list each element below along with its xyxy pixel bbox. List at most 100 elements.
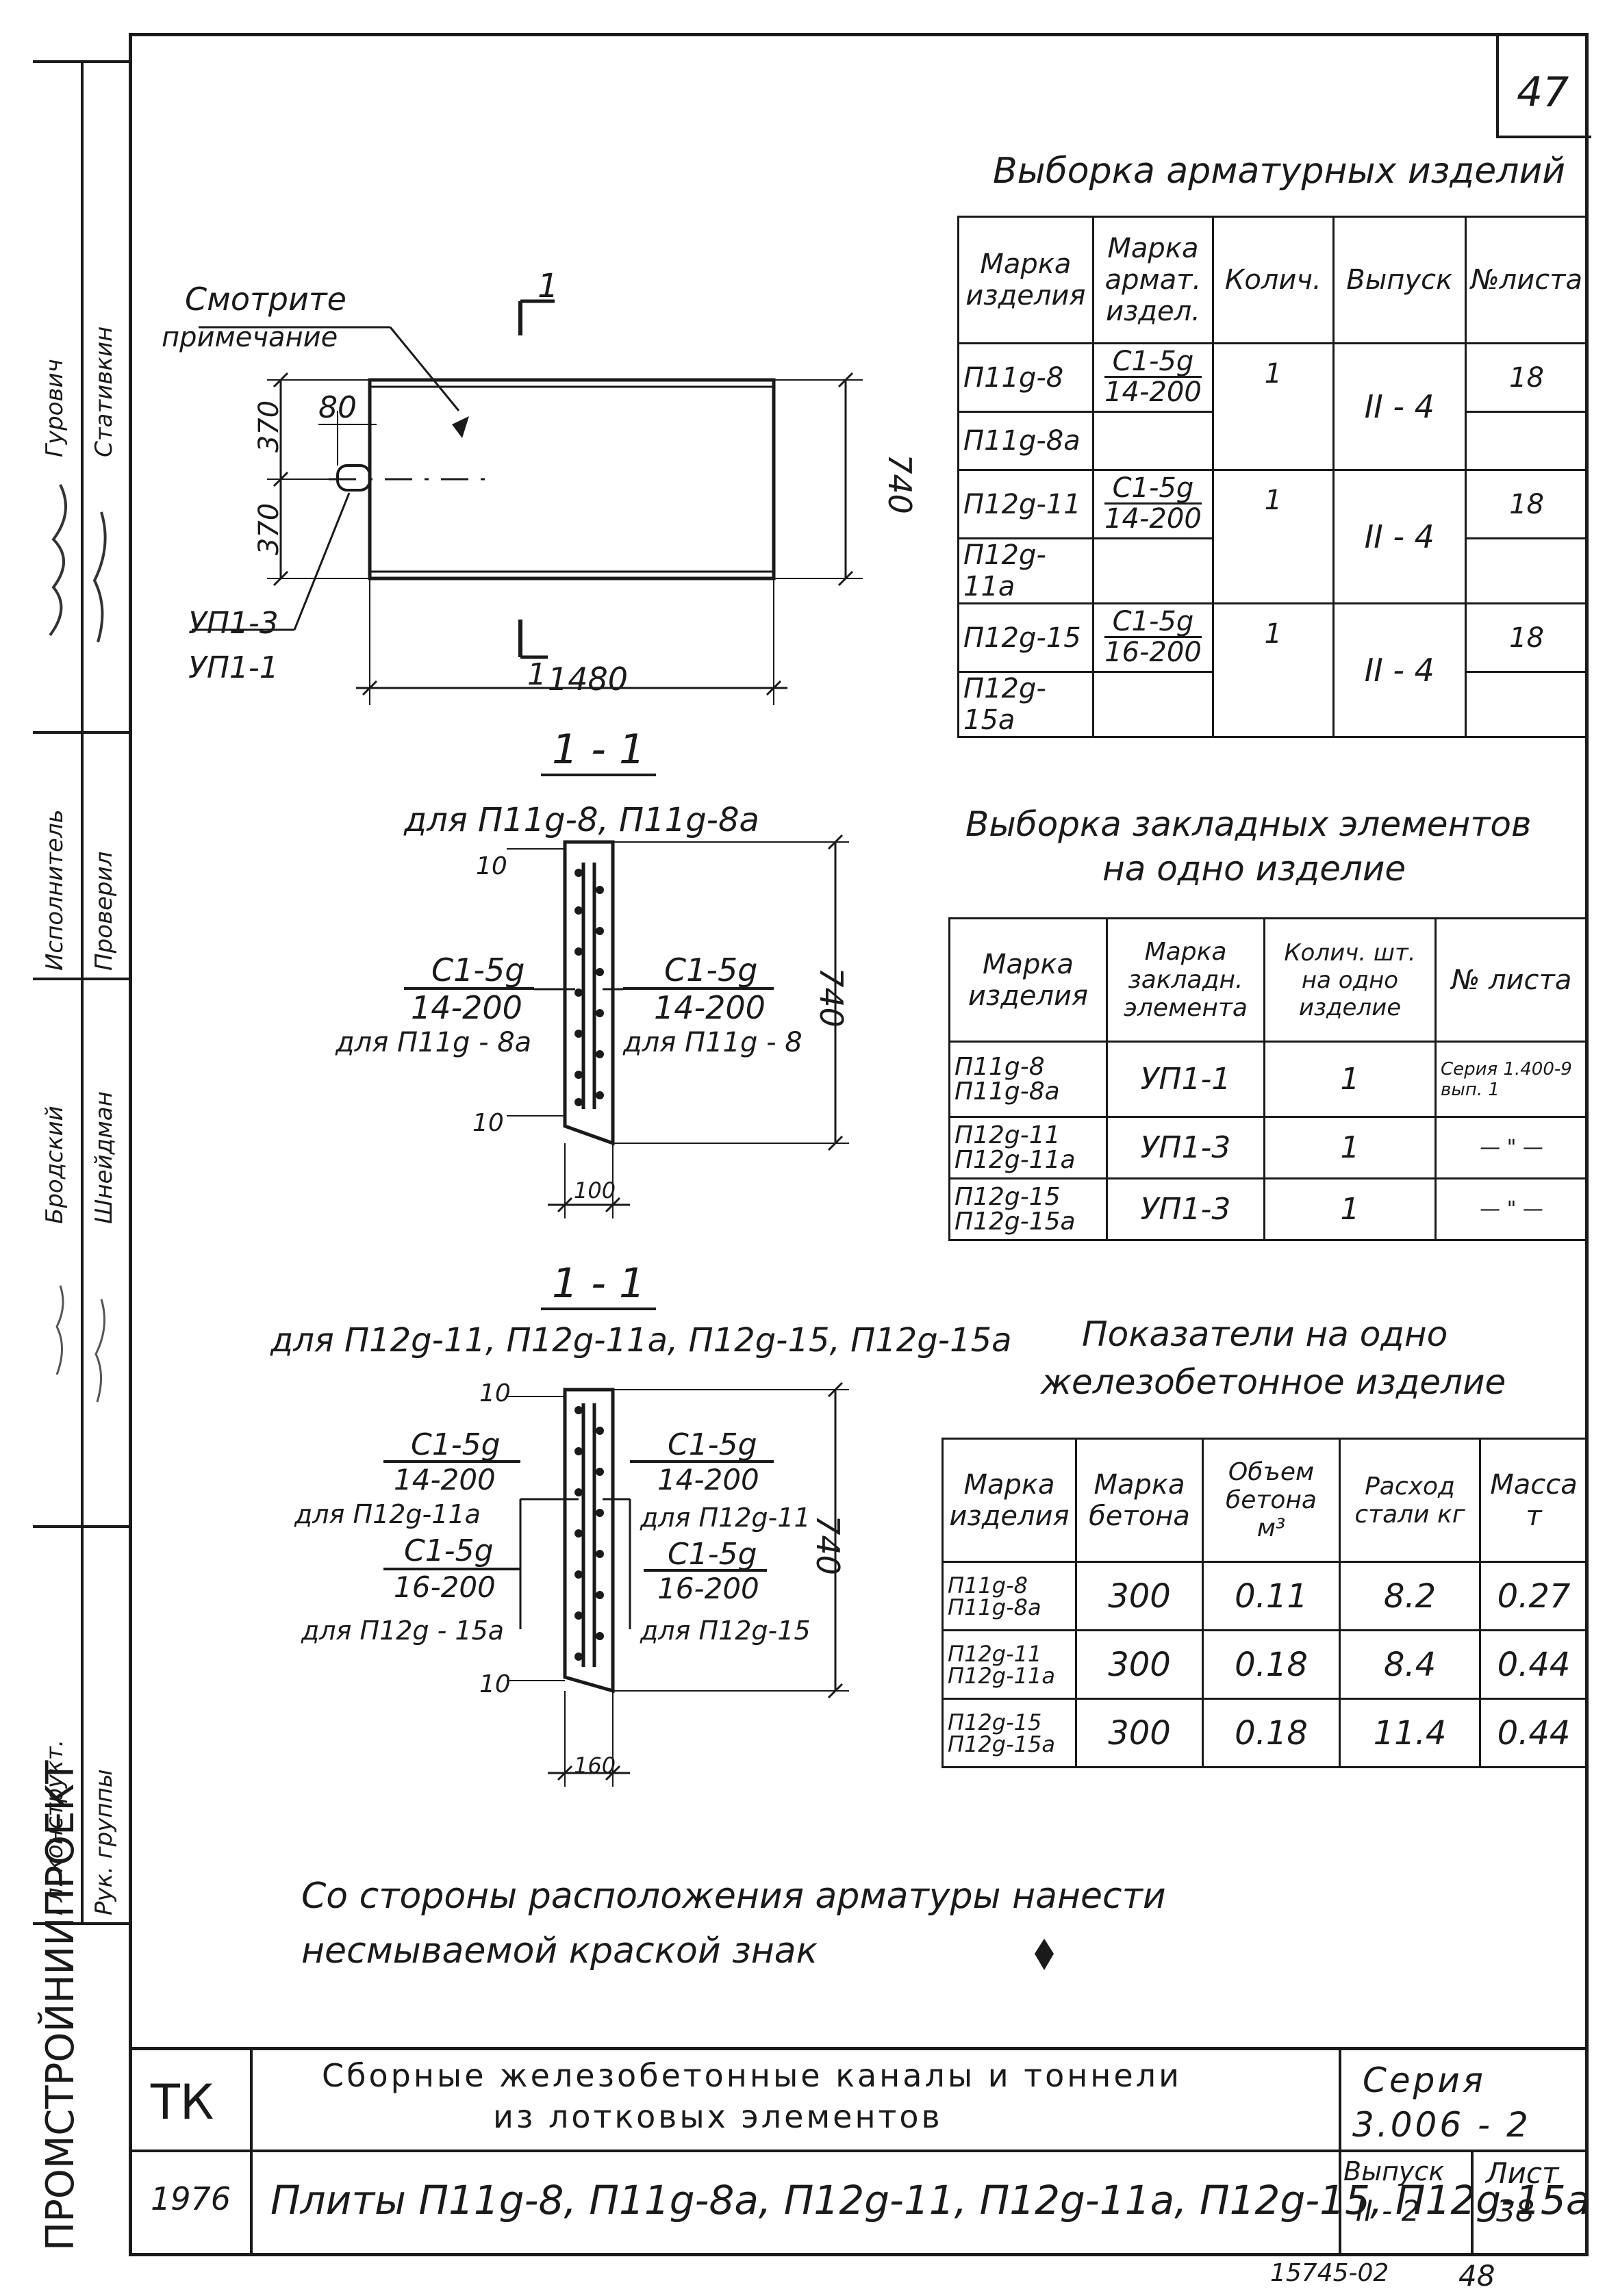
section2-left1-num: С1-5g xyxy=(411,1427,501,1462)
ind-concrete: 300 xyxy=(1075,1629,1204,1700)
title-block-hline xyxy=(129,2150,1589,2152)
plan-note-line1: Смотрите xyxy=(185,281,346,318)
section2-dim-top: 10 xyxy=(479,1379,511,1407)
embedded-th-mark: Марка закладн. элемента xyxy=(1106,917,1265,1043)
section1-left-fraction-line xyxy=(404,987,534,990)
embedded-table-title-2: на одно изделие xyxy=(1102,849,1406,889)
tb-series-value: 3.006 - 2 xyxy=(1352,2105,1531,2145)
marking-sign-icon xyxy=(1035,1939,1054,1970)
ind-mass: 0.44 xyxy=(1479,1629,1589,1700)
ind-volume: 0.18 xyxy=(1202,1698,1341,1768)
section2-left1-for: для П12g-11а xyxy=(294,1499,481,1529)
ind-volume: 0.11 xyxy=(1202,1561,1341,1631)
ind-concrete: 300 xyxy=(1075,1698,1204,1768)
rebar-empty xyxy=(1465,671,1589,738)
title-block-vline-1 xyxy=(250,2047,253,2256)
section2-right2-num: С1-5g xyxy=(668,1537,757,1572)
rebar-th-sheet: №листа xyxy=(1465,216,1589,344)
title-block xyxy=(129,2047,1589,2260)
corner-box xyxy=(1496,33,1591,138)
rebar-sheet: 18 xyxy=(1465,469,1589,539)
embedded-table-title-1: Выборка закладных элементов xyxy=(965,804,1532,844)
section1-right-den: 14-200 xyxy=(654,989,766,1026)
stamp-name-chief: Гурович xyxy=(41,359,68,457)
section2-drawing xyxy=(507,1381,849,1787)
rebar-item: П11g-8а xyxy=(957,411,1094,471)
ind-th-mass: Масса т xyxy=(1479,1438,1589,1563)
signature-marks-2 xyxy=(55,1285,105,1403)
section2-title: 1 - 1 xyxy=(541,1260,657,1310)
section1-left-num: С1-5g xyxy=(431,952,525,988)
plan-section-mark-top: 1 xyxy=(538,267,559,305)
embedded-th-qty: Колич. шт. на одно изделие xyxy=(1263,917,1437,1043)
rebar-empty xyxy=(1091,411,1215,471)
section1-left-for: для П11g - 8а xyxy=(336,1027,532,1058)
title-block-vline-2 xyxy=(1339,2047,1341,2256)
tb-issue-value: II - 2 xyxy=(1356,2194,1420,2228)
plan-dim-1480: 1480 xyxy=(548,661,629,698)
embedded-sheet: — " — xyxy=(1434,1177,1589,1241)
section2-right2-line xyxy=(644,1569,767,1572)
ind-steel: 8.4 xyxy=(1339,1629,1481,1700)
rebar-sheet: 18 xyxy=(1465,342,1589,413)
rebar-empty xyxy=(1091,537,1215,604)
indicators-title-1: Показатели на одно xyxy=(1082,1314,1448,1354)
section2-right1-for: для П12g-11 xyxy=(640,1503,811,1533)
stamp-name-checker: Шнейдман xyxy=(90,1091,118,1224)
section1-left-den: 14-200 xyxy=(411,989,522,1026)
section1-dim-width: 100 xyxy=(574,1177,616,1203)
section2-left2-for: для П12g - 15а xyxy=(301,1616,505,1646)
section2-dim-width: 160 xyxy=(574,1752,616,1778)
ind-th-item: Марка изделия xyxy=(941,1438,1077,1563)
section2-right1-den: 14-200 xyxy=(657,1463,759,1496)
plan-embedded-label-2: УП1-1 xyxy=(188,650,279,685)
rebar-qty: 1 xyxy=(1212,602,1335,738)
note-line-2: несмываемой краской знак xyxy=(301,1930,818,1972)
tb-series-label: Серия xyxy=(1363,2061,1486,2100)
section2-left2-den: 16-200 xyxy=(394,1570,496,1604)
rebar-issue: II - 4 xyxy=(1332,342,1467,471)
stamp-role-chief: Гл. конструкт. xyxy=(41,1739,68,1915)
embedded-th-item: Марка изделия xyxy=(948,917,1108,1043)
embedded-qty: 1 xyxy=(1263,1177,1437,1241)
plan-embedded-label-1: УП1-3 xyxy=(188,606,279,641)
rebar-issue: II - 4 xyxy=(1332,469,1467,604)
signature-marks xyxy=(49,484,107,643)
rebar-table-title: Выборка арматурных изделий xyxy=(993,151,1566,192)
section1-title: 1 - 1 xyxy=(541,726,657,776)
rebar-th-mark: Марка армат. издел. xyxy=(1091,216,1215,344)
section1-right-for: для П11g - 8 xyxy=(623,1027,802,1058)
bottom-code: 15745-02 xyxy=(1270,2259,1389,2287)
section1-right-num: С1-5g xyxy=(664,952,758,988)
plan-view-drawing xyxy=(192,299,863,705)
rebar-empty xyxy=(1091,671,1215,738)
rebar-table: Марка изделия Марка армат. издел. Колич.… xyxy=(957,216,1589,738)
tb-issue-label: Выпуск xyxy=(1343,2156,1445,2186)
ind-steel: 11.4 xyxy=(1339,1698,1481,1768)
section2-left2-num: С1-5g xyxy=(404,1533,494,1568)
ind-steel: 8.2 xyxy=(1339,1561,1481,1631)
rebar-item: П12g-15 xyxy=(957,602,1094,673)
tb-sheet-label: Лист xyxy=(1486,2156,1559,2190)
ind-th-concrete: Марка бетона xyxy=(1075,1438,1204,1563)
section1-right-fraction-line xyxy=(623,987,774,990)
section2-right1-num: С1-5g xyxy=(668,1427,757,1462)
section1-dim-bottom: 10 xyxy=(472,1109,504,1137)
embedded-mark: УП1-3 xyxy=(1106,1116,1265,1179)
indicators-title-2: железобетонное изделие xyxy=(1041,1362,1506,1402)
tb-sheet-value: 38 xyxy=(1496,2194,1534,2229)
rebar-sheet: 18 xyxy=(1465,602,1589,673)
section2-right2-for: для П12g-15 xyxy=(640,1616,811,1646)
embedded-mark: УП1-3 xyxy=(1106,1177,1265,1241)
ind-concrete: 300 xyxy=(1075,1561,1204,1631)
stamp-org: ПРОМСТРОЙНИИПРОЕКТ xyxy=(38,1760,83,2251)
stamp-name-group: Стативкин xyxy=(90,326,118,457)
rebar-issue: II - 4 xyxy=(1332,602,1467,738)
embedded-sheet: Серия 1.400-9 вып. 1 xyxy=(1434,1041,1589,1118)
